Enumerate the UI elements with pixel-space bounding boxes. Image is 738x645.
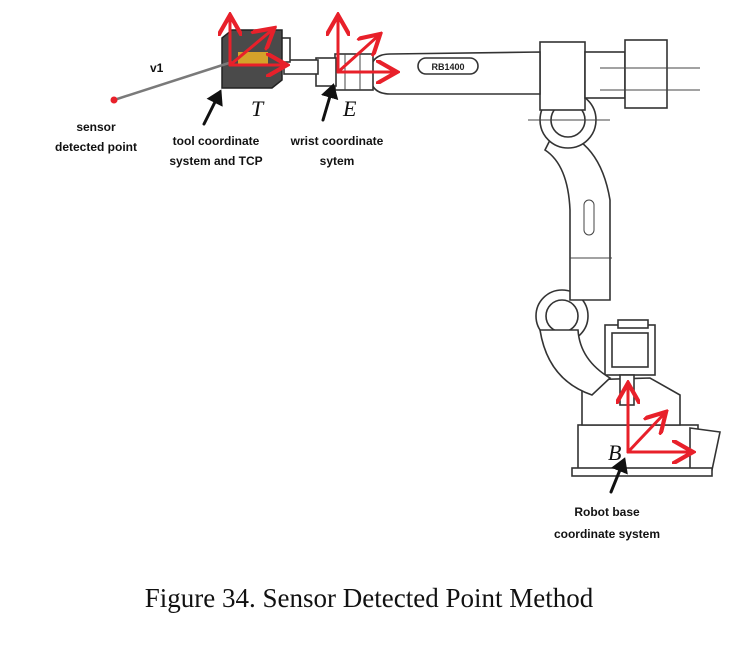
forearm-label-plate (417, 57, 479, 75)
base-frame-axes (628, 386, 690, 452)
figure-caption: Figure 34. Sensor Detected Point Method (144, 583, 594, 613)
robot-base-plate (577, 424, 699, 471)
frame-label-T: T (251, 96, 265, 121)
frame-label-B: B (608, 440, 621, 465)
upper-arm-slot (583, 199, 595, 236)
forearm-marking: RB1400 (431, 62, 464, 72)
rear-motor-cap (624, 39, 668, 109)
sensor-beam-v1 (113, 60, 233, 102)
robot-base-bottom (571, 467, 713, 477)
wrist-label-line2: sytem (320, 154, 355, 168)
base-label-line2: coordinate system (554, 527, 660, 541)
wrist-label-line1: wrist coordinate (290, 134, 384, 148)
lower-link (539, 329, 612, 396)
sensor-label-line1: sensor (76, 120, 116, 134)
upper-arm (543, 129, 611, 301)
wrist-pointer-arrow (320, 83, 339, 122)
robot-arm: RB1400 (221, 29, 721, 477)
wrist-flange (315, 57, 337, 87)
frame-label-E: E (342, 96, 357, 121)
sensor-label (238, 52, 268, 64)
robot-motor-cap (617, 319, 649, 329)
shoulder-housing (539, 41, 586, 111)
lower-joint-inner (545, 299, 579, 333)
base-pointer-arrow (609, 457, 628, 494)
wrist-frame-axes (338, 18, 394, 72)
beam-label-v1: v1 (150, 61, 164, 75)
sensor-detected-point-marker (110, 96, 118, 104)
rear-motor (584, 51, 626, 99)
tool-label-line2: system and TCP (169, 154, 262, 168)
robot-base-foot (689, 427, 721, 471)
sensor-label-line2: detected point (55, 140, 137, 154)
base-label-line1: Robot base (574, 505, 640, 519)
tool-frame-axes (230, 18, 284, 65)
tool-label-line1: tool coordinate (173, 134, 260, 148)
tool-pointer-arrow (202, 89, 223, 126)
robot-motor-inner (611, 332, 649, 368)
